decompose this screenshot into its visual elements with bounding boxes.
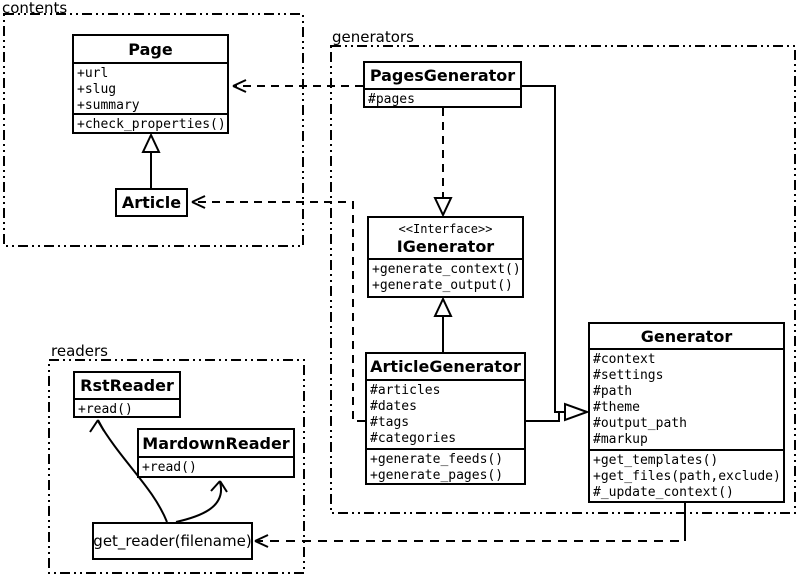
member: #context [593, 352, 656, 367]
member: +get_files(path,exclude) [593, 469, 781, 484]
class-pagesgenerator-title: PagesGenerator [369, 66, 516, 85]
member: +generate_feeds() [370, 452, 504, 467]
member: #path [593, 384, 633, 399]
member: +read() [78, 402, 133, 417]
generalization-articlegenerator-generator [526, 413, 560, 422]
member: +generate_output() [372, 278, 513, 293]
member: +summary [77, 98, 140, 113]
arrowhead-mardownreader [210, 480, 228, 493]
member: +generate_pages() [370, 468, 504, 483]
class-mardownreader: MardownReader +read() [137, 428, 295, 478]
member: +check_properties() [77, 117, 226, 132]
member: #markup [593, 432, 648, 447]
class-generator-title: Generator [640, 326, 733, 346]
member: #dates [370, 399, 417, 414]
class-article: Article [115, 188, 188, 217]
class-articlegenerator: ArticleGenerator #articles#dates#tags#ca… [365, 352, 526, 485]
function-box-get-reader: get_reader(filename) [92, 522, 253, 560]
generalization-arrowhead-generator [564, 402, 590, 422]
class-rstreader: RstReader +read() [73, 371, 181, 418]
class-igenerator: <<Interface>> IGenerator +generate_conte… [367, 216, 524, 298]
class-articlegenerator-attributes: #articles#dates#tags#categories [367, 379, 524, 448]
class-articlegenerator-title: ArticleGenerator [370, 357, 521, 376]
class-page-attributes: +url+slug+summary [74, 62, 227, 113]
class-igenerator-title: IGenerator [396, 237, 495, 256]
arrowhead-rstreader [89, 419, 105, 433]
class-rstreader-title: RstReader [80, 376, 174, 395]
dependency-articlegenerator-article [192, 201, 365, 422]
class-page-methods: +check_properties() [74, 113, 227, 135]
generalization-arrowhead-page [141, 132, 161, 153]
generalization-pagesgenerator-generator [521, 85, 565, 413]
member: #tags [370, 415, 410, 430]
member: #output_path [593, 416, 687, 431]
package-label-readers: readers [51, 342, 108, 360]
class-mardownreader-methods: +read() [139, 456, 293, 478]
class-generator: Generator #context#settings#path#theme#o… [588, 322, 785, 503]
realization-arrowhead-igenerator [433, 197, 453, 218]
class-igenerator-methods: +generate_context()+generate_output() [369, 258, 522, 296]
class-igenerator-header: <<Interface>> IGenerator [369, 218, 522, 258]
member: +slug [77, 82, 117, 97]
member: #articles [370, 383, 441, 398]
arrow-getreader-mardownreader [175, 481, 223, 523]
package-label-contents: contents [2, 0, 68, 17]
member: +url [77, 66, 109, 81]
class-pagesgenerator: PagesGenerator #pages [363, 61, 522, 108]
class-generator-methods: +get_templates()+get_files(path,exclude)… [590, 449, 783, 503]
class-rstreader-methods: +read() [75, 398, 179, 420]
class-page-title: Page [128, 39, 173, 59]
package-label-generators: generators [332, 28, 414, 46]
member: +get_templates() [593, 453, 719, 468]
class-articlegenerator-methods: +generate_feeds()+generate_pages() [367, 448, 524, 486]
get-reader-label: get_reader(filename) [93, 532, 252, 550]
class-page: Page +url+slug+summary +check_properties… [72, 34, 229, 134]
dependency-arrowhead-getreader [254, 534, 269, 548]
class-igenerator-stereotype: <<Interface>> [398, 222, 493, 236]
class-generator-attributes: #context#settings#path#theme#output_path… [590, 348, 783, 449]
member: #theme [593, 400, 640, 415]
member: #pages [368, 92, 415, 107]
member: #categories [370, 431, 457, 446]
member: #settings [593, 368, 664, 383]
dependency-arrowhead-page [232, 79, 247, 93]
member: +generate_context() [372, 262, 521, 277]
class-article-title: Article [121, 193, 182, 212]
dependency-arrowhead-article [191, 195, 206, 209]
member: +read() [142, 460, 197, 475]
class-mardownreader-title: MardownReader [142, 433, 290, 453]
class-pagesgenerator-attributes: #pages [365, 88, 520, 110]
member: #_update_context() [593, 485, 734, 500]
generalization-arrowhead-igenerator [433, 296, 453, 317]
